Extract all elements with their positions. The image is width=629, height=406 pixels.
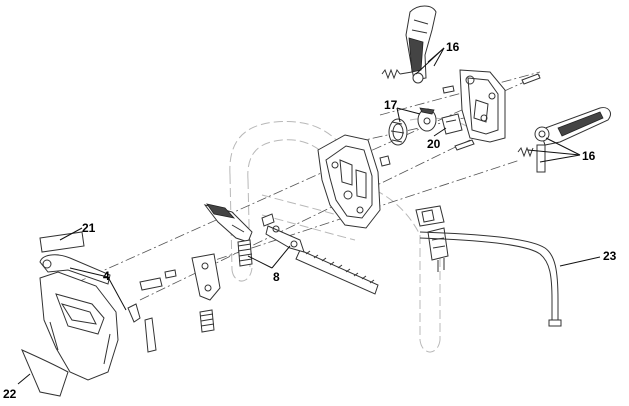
shield-22: [21, 349, 69, 397]
linkage-arm: [261, 213, 305, 253]
callout-21: 21: [82, 221, 96, 235]
spring-8: [237, 239, 253, 267]
spring-right: [517, 146, 534, 158]
pin-small: [521, 73, 541, 85]
axle-pin: [454, 139, 475, 151]
clamp-block: [415, 205, 449, 272]
leader-lines: [17, 47, 601, 385]
callout-22: 22: [3, 387, 17, 401]
lever-top: [405, 5, 437, 84]
small-screw: [164, 269, 177, 279]
pedal-right: [534, 107, 611, 173]
clip-20: [441, 113, 463, 135]
callout-16-right: 16: [582, 149, 596, 163]
callout-4: 4: [103, 269, 110, 283]
toothed-rack: [295, 249, 379, 295]
left-housing-cover: [39, 271, 119, 381]
spring-lower: [199, 309, 215, 333]
clip-4: [127, 303, 157, 353]
callout-17: 17: [384, 98, 398, 112]
bolt-right: [442, 85, 455, 94]
decal-21: [39, 231, 85, 253]
callout-16-top: 16: [446, 40, 460, 54]
cam-gear-17: [417, 107, 437, 132]
side-bracket-plate: [459, 69, 506, 143]
mount-bracket-mid: [191, 253, 221, 301]
nut-hex: [379, 155, 391, 167]
spring-top: [381, 68, 413, 80]
callout-23: 23: [603, 249, 617, 263]
spool-pulley: [388, 118, 408, 146]
callout-8: 8: [273, 270, 280, 284]
cable-23: [419, 231, 562, 327]
callout-labels: 16 16 17 20 21 4 8 23 22: [3, 40, 617, 401]
small-clip-a: [139, 277, 163, 291]
callout-20: 20: [427, 137, 441, 151]
central-housing: [317, 134, 381, 229]
brake-lever-left: [203, 203, 253, 243]
